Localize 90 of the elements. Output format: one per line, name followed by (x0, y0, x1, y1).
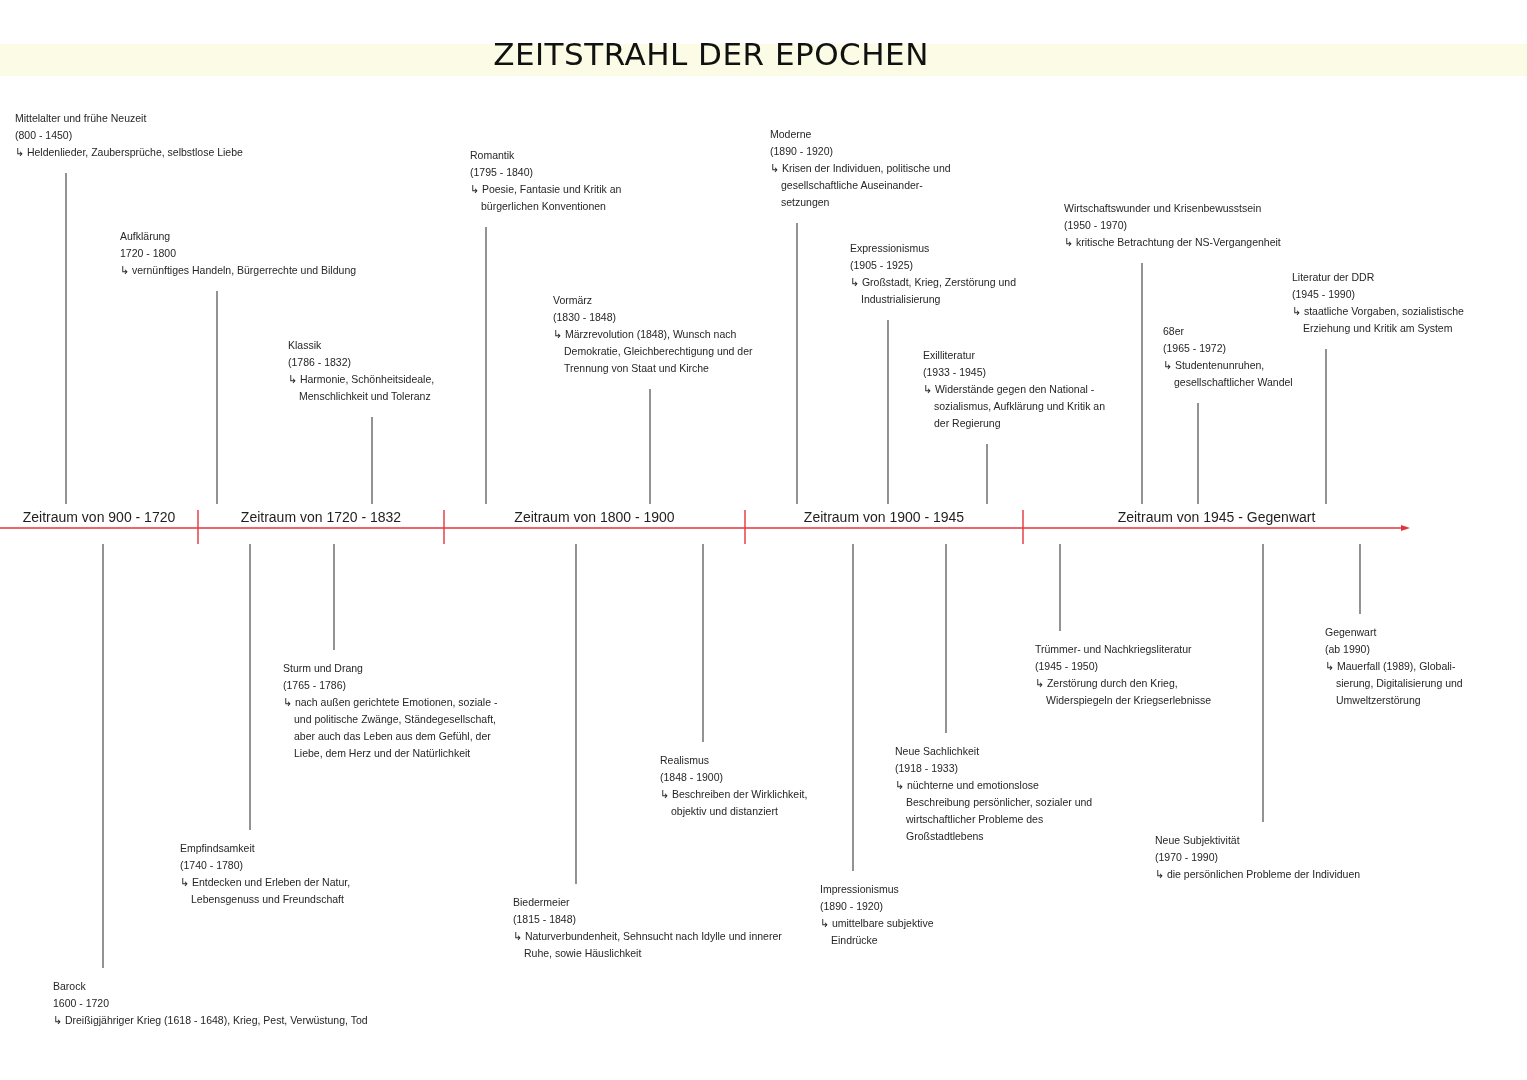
epoch-name: Expressionismus (850, 241, 930, 256)
period-label: Zeitraum von 1945 - Gegenwart (1117, 508, 1316, 526)
leader-line (249, 543, 251, 831)
leader-line (1325, 348, 1327, 505)
epoch-dates: (1933 - 1945) (923, 365, 987, 380)
epoch-description: ↳ Zerstörung durch den Krieg, Widerspiegeln der Kriegserlebnisse (1035, 676, 1213, 708)
epoch-dates: (1890 - 1920) (770, 144, 834, 159)
leader-line (65, 172, 67, 505)
leader-line (1141, 262, 1143, 505)
epoch-name: Moderne (770, 127, 812, 142)
epoch-description: ↳ Beschreiben der Wirklichkeit, objektiv und distanziert (660, 787, 809, 819)
leader-line (216, 290, 218, 505)
leader-line (1059, 543, 1061, 632)
leader-line (371, 416, 373, 505)
period-label: Zeitraum von 1800 - 1900 (514, 508, 675, 526)
epoch-description: ↳ vernünftiges Handeln, Bürgerrechte und Bildung (120, 263, 357, 278)
leader-line (887, 319, 889, 505)
epoch-name: Romantik (470, 148, 515, 163)
epoch-description: ↳ Mauerfall (1989), Globali- sierung, Digitalisierung und Umweltzerstörung (1325, 659, 1464, 708)
epoch-name: Biedermeier (513, 895, 570, 910)
period-label: Zeitraum von 1900 - 1945 (803, 508, 965, 526)
epoch-dates: (1815 - 1848) (513, 912, 577, 927)
epoch-name: Impressionismus (820, 882, 899, 897)
leader-line (796, 222, 798, 505)
epoch-name: Trümmer- und Nachkriegsliteratur (1035, 642, 1192, 657)
epoch-dates: (1918 - 1933) (895, 761, 959, 776)
epoch-name: Aufklärung (120, 229, 171, 244)
epoch-description: ↳ staatliche Vorgaben, sozialistische Erziehung und Kritik am System (1292, 304, 1465, 336)
epoch-name: Literatur der DDR (1292, 270, 1375, 285)
epoch-dates: (1950 - 1970) (1064, 218, 1128, 233)
epoch-description: ↳ Studentenunruhen, gesellschaftlicher Wandel (1163, 358, 1294, 390)
epoch-dates: (1786 - 1832) (288, 355, 352, 370)
epoch-dates: (1740 - 1780) (180, 858, 244, 873)
epoch-description: ↳ die persönlichen Probleme der Individuen (1155, 867, 1361, 882)
epoch-dates: (1795 - 1840) (470, 165, 534, 180)
epoch-description: ↳ Märzrevolution (1848), Wunsch nach Demokratie, Gleichberechtigung und der Trennung von Staat und Kirche (553, 327, 754, 376)
epoch-dates: (ab 1990) (1325, 642, 1370, 657)
leader-line (649, 388, 651, 505)
epoch-description: ↳ Krisen der Individuen, politische und gesellschaftliche Auseinander- setzungen (770, 161, 952, 210)
epoch-dates: (1945 - 1950) (1035, 659, 1099, 674)
epoch-description: ↳ Harmonie, Schönheitsideale, Menschlichkeit und Toleranz (288, 372, 436, 404)
epoch-name: Empfindsamkeit (180, 841, 255, 856)
epoch-dates: (1970 - 1990) (1155, 850, 1219, 865)
leader-line (986, 443, 988, 505)
leader-line (1262, 543, 1264, 823)
epoch-name: Realismus (660, 753, 709, 768)
epoch-description: ↳ Heldenlieder, Zaubersprüche, selbstlose Liebe (15, 145, 243, 160)
epoch-dates: (1765 - 1786) (283, 678, 347, 693)
epoch-name: Exilliteratur (923, 348, 975, 363)
epoch-dates: (1945 - 1990) (1292, 287, 1356, 302)
leader-line (945, 543, 947, 734)
epoch-description: ↳ Dreißigjähriger Krieg (1618 - 1648), Krieg, Pest, Verwüstung, Tod (53, 1013, 368, 1028)
epoch-name: 68er (1163, 324, 1184, 339)
epoch-name: Wirtschaftswunder und Krisenbewusstsein (1064, 201, 1262, 216)
title: ZEITSTRAHL DER EPOCHEN (493, 35, 929, 74)
epoch-dates: (1890 - 1920) (820, 899, 884, 914)
epoch-description: ↳ Poesie, Fantasie und Kritik an bürgerlichen Konventionen (470, 182, 623, 214)
epoch-description: ↳ nüchterne und emotionslose Beschreibung persönlicher, sozialer und wirtschaftlicher Probleme des Großstadtlebens (895, 778, 1094, 844)
epoch-dates: (1830 - 1848) (553, 310, 617, 325)
epoch-description: ↳ Großstadt, Krieg, Zerstörung und Industrialisierung (850, 275, 1017, 307)
period-label: Zeitraum von 900 - 1720 (22, 508, 176, 526)
epoch-dates: (1965 - 1972) (1163, 341, 1227, 356)
leader-line (852, 543, 854, 872)
leader-line (1197, 402, 1199, 505)
leader-line (702, 543, 704, 743)
leader-line (575, 543, 577, 885)
leader-line (102, 543, 104, 969)
epoch-description: ↳ Widerstände gegen den National - sozialismus, Aufklärung und Kritik an der Regierung (923, 382, 1106, 431)
epoch-dates: (1905 - 1925) (850, 258, 914, 273)
epoch-name: Sturm und Drang (283, 661, 363, 676)
epoch-description: ↳ nach außen gerichtete Emotionen, soziale - und politische Zwänge, Ständegesellschaft, aber auch das Leben aus dem Gefühl, der Liebe, dem Herz und der Natürlichkeit (283, 695, 499, 761)
epoch-name: Mittelalter und frühe Neuzeit (15, 111, 147, 126)
period-label: Zeitraum von 1720 - 1832 (240, 508, 402, 526)
epoch-dates: 1600 - 1720 (53, 996, 110, 1011)
epoch-name: Barock (53, 979, 86, 994)
epoch-name: Klassik (288, 338, 322, 353)
epoch-name: Neue Sachlichkeit (895, 744, 980, 759)
leader-line (485, 226, 487, 505)
epoch-dates: (1848 - 1900) (660, 770, 724, 785)
epoch-name: Neue Subjektivität (1155, 833, 1240, 848)
epoch-description: ↳ kritische Betrachtung der NS-Vergangenheit (1064, 235, 1281, 250)
epoch-description: ↳ Entdecken und Erleben der Natur, Lebensgenuss und Freundschaft (180, 875, 352, 907)
epoch-dates: 1720 - 1800 (120, 246, 177, 261)
epoch-description: ↳ umittelbare subjektive Eindrücke (820, 916, 935, 948)
epoch-name: Gegenwart (1325, 625, 1377, 640)
epoch-description: ↳ Naturverbundenheit, Sehnsucht nach Idylle und innerer Ruhe, sowie Häuslichkeit (513, 929, 783, 961)
epoch-name: Vormärz (553, 293, 593, 308)
epoch-dates: (800 - 1450) (15, 128, 73, 143)
leader-line (1359, 543, 1361, 615)
leader-line (333, 543, 335, 651)
